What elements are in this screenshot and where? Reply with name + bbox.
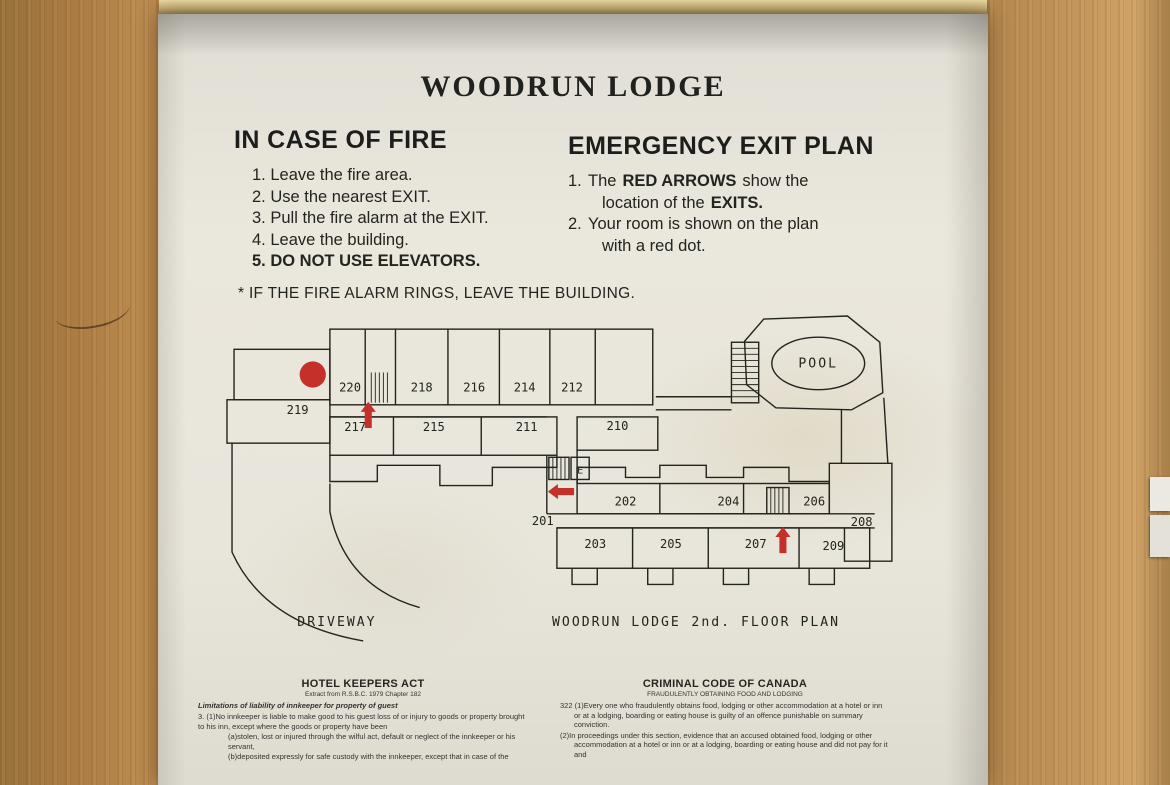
room-label-206: 206 <box>803 495 825 509</box>
room-label-208: 208 <box>851 515 873 529</box>
notice-paper: WOODRUN LODGE IN CASE OF FIRE 1. Leave t… <box>158 14 988 785</box>
room-label-215: 215 <box>423 420 445 434</box>
driveway-label: DRIVEWAY <box>297 615 376 630</box>
exit-plan-items: 1. The RED ARROWS show the location of the E… <box>568 171 908 258</box>
exit-arrow-up <box>775 526 791 554</box>
item-text: show the <box>742 172 809 190</box>
item-text: The <box>588 172 617 190</box>
room-label-211: 211 <box>516 420 538 434</box>
pool-label: POOL <box>798 356 838 371</box>
item-text: with a red dot. <box>602 236 706 255</box>
plan-caption-floor: 2nd. FLOOR PLAN <box>691 615 840 630</box>
exit-plan-item-cont: with a red dot. <box>588 236 908 258</box>
room-label-212: 212 <box>561 381 583 395</box>
plan-caption-name: WOODRUN LODGE <box>552 615 681 630</box>
room-label-201: 201 <box>532 514 554 528</box>
criminal-code-paragraph-1: 322 (1)Every one who fraudulently obtain… <box>560 701 883 729</box>
room-label-210: 210 <box>607 419 629 433</box>
item-text: Your room is shown on the plan <box>588 215 819 233</box>
fire-step: 4. Leave the building. <box>252 230 409 249</box>
fire-alarm-note: * IF THE FIRE ALARM RINGS, LEAVE THE BUI… <box>238 285 636 302</box>
floor-plan-drawing: 220 218 216 214 212 219 217 215 211 210 202 204 206 2… <box>226 315 893 642</box>
fire-step: 2. Use the nearest EXIT. <box>252 187 431 206</box>
hotel-act-clause-a: (a)stolen, lost or injured through the w… <box>228 732 516 751</box>
item-text-bold: RED ARROWS <box>622 172 737 190</box>
room-label-220: 220 <box>339 381 361 395</box>
floor-plan-walls <box>226 315 893 642</box>
hotel-act-clause-b: (b)deposited expressly for safe custody … <box>228 752 509 761</box>
room-label-202: 202 <box>615 495 637 509</box>
brass-strip <box>159 0 987 15</box>
wood-scuff-mark <box>51 287 133 335</box>
room-label-219: 219 <box>287 403 309 417</box>
criminal-code-heading: CRIMINAL CODE OF CANADA <box>642 678 808 690</box>
hotel-act-paragraph: 3. (1)No innkeeper is liable to make goo… <box>198 712 525 731</box>
fire-instructions: IN CASE OF FIRE 1. Leave the fire area. … <box>234 126 564 273</box>
room-label-207: 207 <box>745 537 767 551</box>
criminal-code-subheading: FRAUDULENTLY OBTAINING FOOD AND LODGING <box>647 691 803 698</box>
item-text-bold: EXITS. <box>710 193 764 212</box>
room-label-205: 205 <box>660 537 682 551</box>
fire-step: 5. DO NOT USE ELEVATORS. <box>252 252 481 270</box>
exit-arrow-up <box>360 401 376 429</box>
emergency-exit-plan: EMERGENCY EXIT PLAN 1. The RED ARROWS show … <box>568 132 908 257</box>
fire-step: 3. Pull the fire alarm at the EXIT. <box>252 209 489 227</box>
item-text: location of the <box>602 193 705 212</box>
criminal-code-paragraph-2: (2)In proceedings under this section, ev… <box>560 730 888 759</box>
paper-tab-bottom <box>1150 515 1170 557</box>
hotel-act-heading: HOTEL KEEPERS ACT <box>301 678 425 690</box>
elevator-label: E <box>577 465 583 476</box>
room-label-218: 218 <box>411 381 433 395</box>
hotel-act-intro: Limitations of liability of innkeeper fo… <box>198 701 398 710</box>
exit-plan-item: 2. Your room is shown on the plan <box>568 214 908 236</box>
exit-plan-item: 1. The RED ARROWS show the <box>568 171 908 193</box>
floor-plan: 220 218 216 214 212 219 217 215 211 210 202 204 206 2… <box>222 314 912 652</box>
room-label-209: 209 <box>822 539 844 553</box>
room-labels: 220 218 216 214 212 219 217 215 211 210 202 204 206 2… <box>287 381 873 553</box>
exit-plan-item-cont: location of the EXITS. <box>588 193 908 215</box>
room-label-204: 204 <box>718 495 740 509</box>
item-number: 1. <box>568 172 582 190</box>
hotel-keepers-act: HOTEL KEEPERS ACT Extract from R.S.B.C. … <box>198 678 528 763</box>
hotel-act-subheading: Extract from R.S.B.C. 1979 Chapter 182 <box>305 691 421 698</box>
fire-step: 1. Leave the fire area. <box>252 166 413 184</box>
item-number: 2. <box>568 215 582 233</box>
room-location-dot <box>299 361 326 388</box>
exit-markers <box>299 361 791 554</box>
stairs-hatching <box>370 347 784 514</box>
room-label-214: 214 <box>514 381 536 395</box>
room-label-203: 203 <box>584 537 606 551</box>
fire-steps: 1. Leave the fire area. 2. Use the neare… <box>252 165 564 273</box>
page-title: WOODRUN LODGE <box>420 70 726 103</box>
criminal-code: CRIMINAL CODE OF CANADA FRAUDULENTLY OBT… <box>560 678 890 760</box>
paper-tab-top <box>1150 477 1170 511</box>
room-label-217: 217 <box>344 420 366 434</box>
fire-heading: IN CASE OF FIRE <box>234 126 447 154</box>
exit-arrow-left <box>547 484 575 500</box>
room-label-216: 216 <box>463 381 485 395</box>
exit-plan-heading: EMERGENCY EXIT PLAN <box>568 132 874 160</box>
